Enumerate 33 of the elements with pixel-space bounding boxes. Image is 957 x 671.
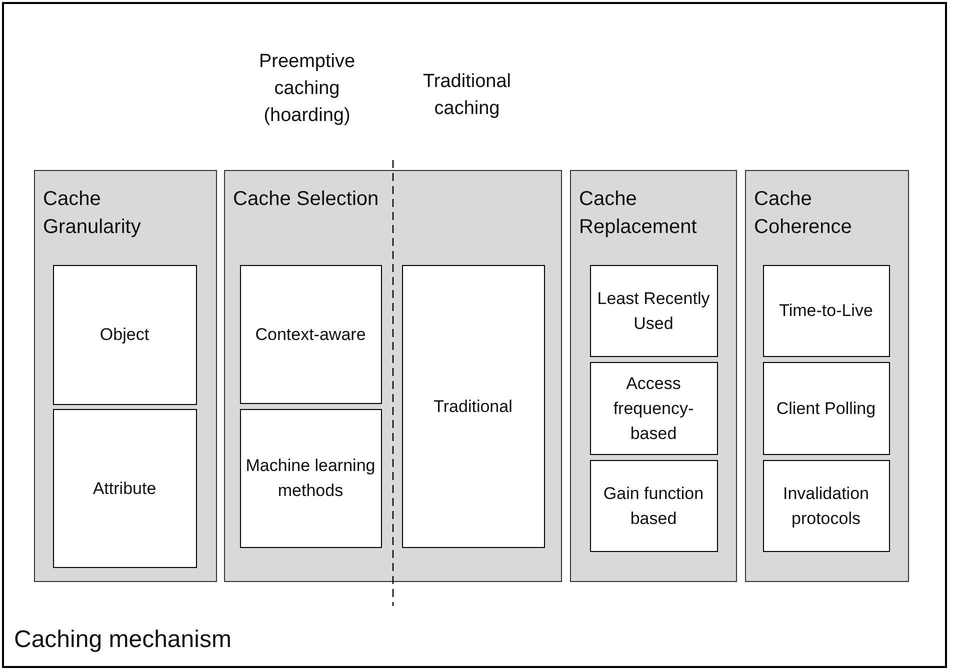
method-box: [762, 460, 890, 552]
method-label: Least Recently Used: [596, 288, 711, 334]
panel-heading: Cache Coherence: [754, 187, 853, 240]
method-box: [590, 264, 718, 356]
method-box: [240, 408, 382, 548]
category-panel: [224, 170, 562, 582]
method-box: [762, 362, 890, 454]
method-box: [590, 460, 718, 552]
method-box: [762, 264, 890, 356]
column-label: Traditional caching: [422, 70, 512, 121]
method-box: [52, 264, 196, 404]
column-label: Preemptive caching (hoarding): [258, 50, 356, 128]
method-label: Invalidation protocols: [782, 482, 870, 530]
method-box: [52, 408, 196, 568]
diagram-caption: Caching mechanism: [14, 626, 232, 654]
method-label: Attribute: [92, 478, 156, 500]
method-box: [590, 362, 718, 454]
panel-heading: Cache Granularity: [43, 187, 142, 240]
category-panel: [745, 170, 909, 582]
method-label: Access frequency-based: [612, 372, 695, 444]
method-label: Client Polling: [776, 398, 876, 420]
panel-heading: Cache Selection: [233, 187, 380, 212]
method-label: Gain function based: [602, 482, 705, 530]
method-label: Machine learning methods: [244, 455, 376, 502]
method-label: Object: [100, 324, 150, 346]
method-label: Time-to-Live: [779, 300, 873, 322]
method-box: [402, 264, 544, 548]
method-label: Context-aware: [255, 324, 366, 346]
panel-heading: Cache Replacement: [579, 187, 698, 240]
method-box: [240, 264, 382, 404]
method-label: Traditional: [434, 396, 512, 418]
category-panel: [34, 170, 217, 582]
category-panel: [570, 170, 737, 582]
